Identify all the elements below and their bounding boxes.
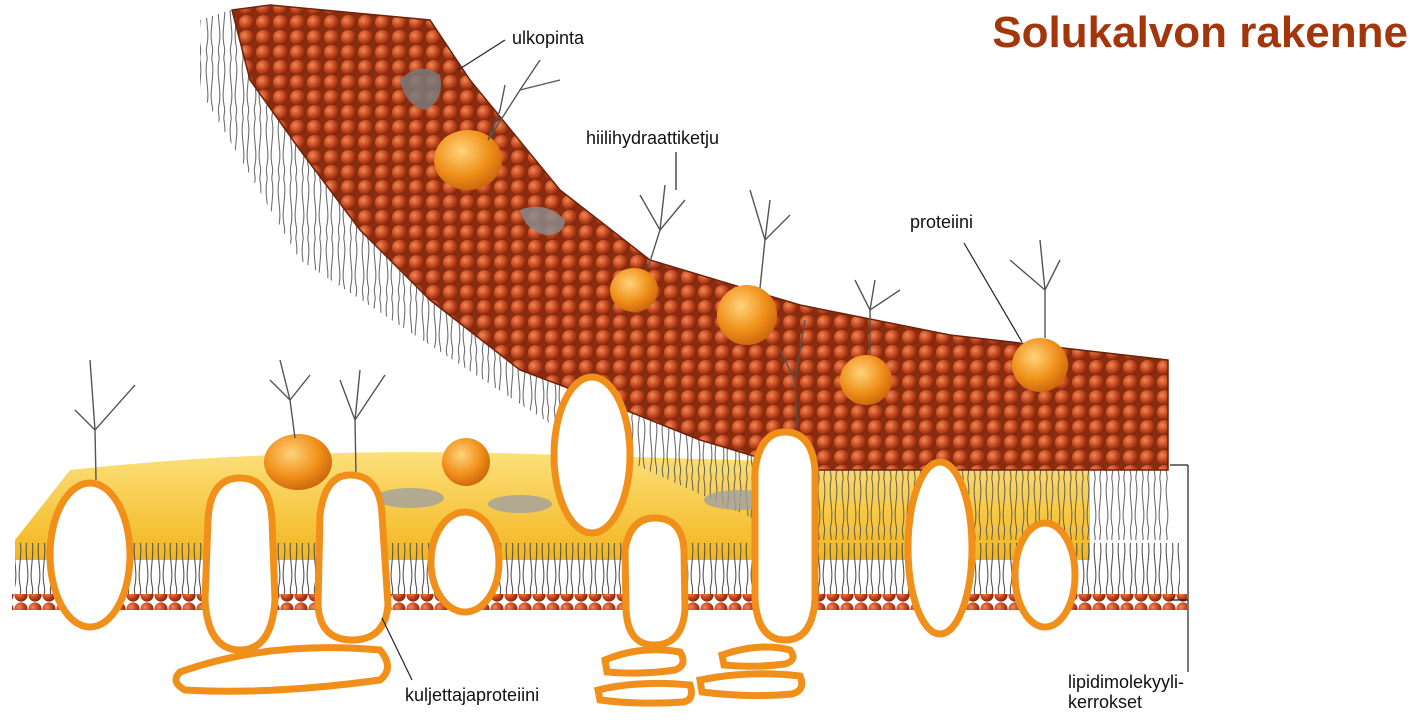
label-outer-surface: ulkopinta — [512, 28, 584, 48]
label-lipid-layers-2: kerrokset — [1068, 692, 1142, 712]
label-carbohydrate-chain: hiilihydraattiketju — [586, 128, 719, 148]
page-title: Solukalvon rakenne — [992, 8, 1408, 58]
membrane-shadow — [488, 495, 552, 513]
upper-lipid-sheet — [232, 5, 1168, 470]
lower-lipid-heads — [12, 594, 1187, 610]
label-transport-protein: kuljettajaproteiini — [405, 685, 539, 705]
label-protein: proteiini — [910, 212, 973, 232]
membrane-shadow — [376, 488, 444, 508]
label-lipid-layers-1: lipidimolekyyli- — [1068, 672, 1184, 692]
lower-lipid-tails — [15, 543, 1180, 595]
